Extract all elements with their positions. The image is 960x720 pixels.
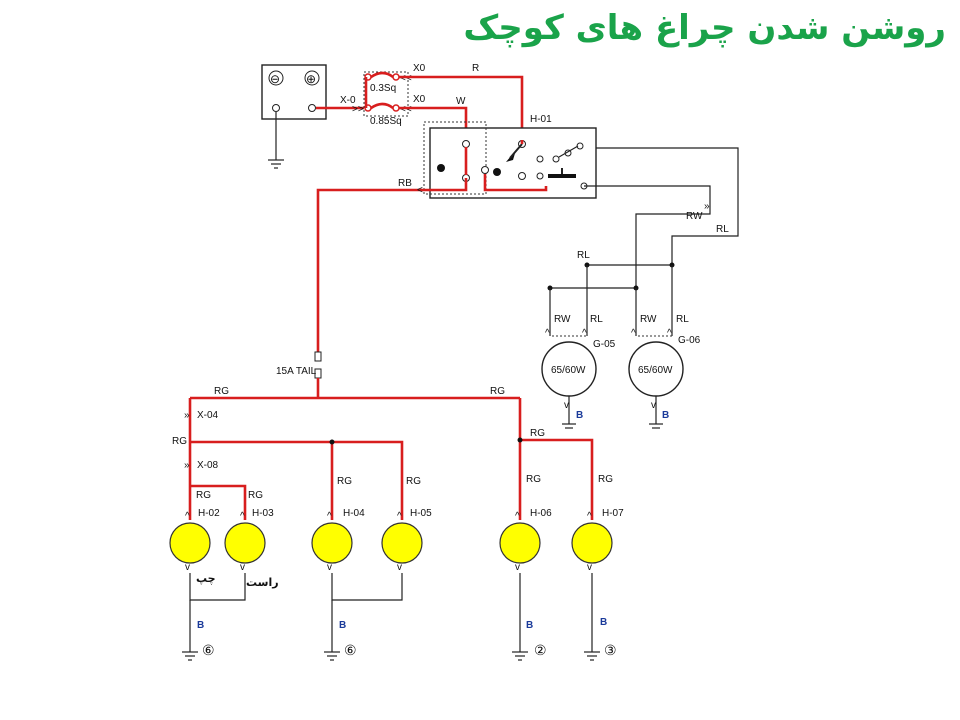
- wire-label-x0: X0: [413, 94, 426, 105]
- connector-icon: v: [185, 562, 190, 573]
- connector-icon: »: [704, 201, 710, 212]
- wire-label-rg: RG: [530, 428, 545, 439]
- connector-icon: <<: [400, 73, 412, 84]
- ground-label: B: [600, 617, 607, 628]
- fuse-rating-label: 0.85Sq: [370, 116, 402, 127]
- ground-number: ⑥: [344, 642, 357, 658]
- ground-label: B: [662, 410, 669, 421]
- ground-label: B: [526, 620, 533, 631]
- connector-icon: <: [417, 185, 423, 196]
- ground-icon: [512, 651, 528, 661]
- connector-icon: v: [240, 562, 245, 573]
- ground-label: B: [339, 620, 346, 631]
- connector-label-h06: H-06: [530, 508, 552, 519]
- light-switch: [423, 121, 597, 199]
- connector-icon: ^: [327, 511, 332, 522]
- connector-label-h05: H-05: [410, 508, 432, 519]
- connector-icon: v: [564, 400, 569, 411]
- connector-icon: ^: [587, 511, 592, 522]
- headlamp-rating: 65/60W: [551, 365, 586, 376]
- ground-label: B: [576, 410, 583, 421]
- wire-label-rg: RG: [490, 386, 505, 397]
- connector-label-h02: H-02: [198, 508, 220, 519]
- ground-label: B: [197, 620, 204, 631]
- wire-label-rg: RG: [248, 490, 263, 501]
- connector-icon: v: [651, 400, 656, 411]
- wire-label-rl: RL: [577, 250, 590, 261]
- battery-positive-icon: ⊕: [306, 72, 316, 86]
- connector-icon: >>: [352, 104, 364, 115]
- wire-label-x0: X0: [413, 63, 426, 74]
- wire-label-rl: RL: [676, 314, 689, 325]
- ground-icon: [182, 651, 198, 661]
- ground-icon: [268, 159, 284, 169]
- tail-lamp-h06: [499, 522, 541, 564]
- ground-icon: [584, 651, 600, 661]
- ground-number: ②: [534, 642, 547, 658]
- battery-negative-icon: ⊖: [270, 72, 280, 86]
- connector-icon: ^: [397, 511, 402, 522]
- connector-icon: ^: [667, 328, 672, 339]
- connector-icon: ^: [631, 328, 636, 339]
- wire-label-rl: RL: [590, 314, 603, 325]
- connector-icon: v: [587, 562, 592, 573]
- wire-label-rw: RW: [554, 314, 571, 325]
- wire-label-rg: RG: [172, 436, 187, 447]
- wire-label-rg: RG: [598, 474, 613, 485]
- wire-label-rg: RG: [406, 476, 421, 487]
- tail-lamp-h03: [224, 522, 266, 564]
- wire-label-rg: RG: [337, 476, 352, 487]
- connector-icon: ^: [515, 511, 520, 522]
- tail-lamp-h07: [571, 522, 613, 564]
- connector-label-h07: H-07: [602, 508, 624, 519]
- fuse-tail-label: 15A TAIL: [276, 366, 317, 377]
- battery: ⊖ ⊕: [261, 64, 327, 169]
- connector-icon: »: [184, 460, 190, 471]
- connector-icon: ^: [545, 328, 550, 339]
- wire-label-rg: RG: [196, 490, 211, 501]
- wire-label-rg: RG: [526, 474, 541, 485]
- connector-icon: ^: [185, 511, 190, 522]
- wire-label-rl: RL: [716, 224, 729, 235]
- ground-icon: [562, 423, 576, 429]
- connector-icon: ^: [240, 511, 245, 522]
- tail-lamp-h04: [311, 522, 353, 564]
- wire-label-rw: RW: [686, 211, 703, 222]
- connector-icon: »: [184, 410, 190, 421]
- connector-icon: v: [327, 562, 332, 573]
- connector-label-h04: H-04: [343, 508, 365, 519]
- wire-label-w: W: [456, 96, 466, 107]
- connector-icon: ^: [582, 328, 587, 339]
- connector-label-g05: G-05: [593, 339, 616, 350]
- fuse-rating-label: 0.3Sq: [370, 83, 396, 94]
- connector-icon: <<: [400, 104, 412, 115]
- connector-label-x08: X-08: [197, 460, 219, 471]
- connector-label-h03: H-03: [252, 508, 274, 519]
- ground-icon: [649, 423, 663, 429]
- page-title: روشن شدن چراغ های کوچک: [463, 8, 946, 48]
- tail-lamp-h05: [381, 522, 423, 564]
- headlamp-rating: 65/60W: [638, 365, 673, 376]
- wire-label-rw: RW: [640, 314, 657, 325]
- wire-label-rb: RB: [398, 178, 412, 189]
- ground-number: ⑥: [202, 642, 215, 658]
- side-label-right: راست: [246, 576, 279, 589]
- connector-label-g06: G-06: [678, 335, 701, 346]
- connector-icon: v: [397, 562, 402, 573]
- connector-icon: v: [515, 562, 520, 573]
- wire-label-x0: X-0: [340, 95, 356, 106]
- tail-lamp-h02: [169, 522, 211, 564]
- wire-label-r: R: [472, 63, 479, 74]
- side-label-left: چپ: [196, 572, 216, 585]
- connector-label-h01: H-01: [530, 114, 552, 125]
- ground-icon: [324, 651, 340, 661]
- connector-label-x04: X-04: [197, 410, 219, 421]
- wire-label-rg: RG: [214, 386, 229, 397]
- ground-number: ③: [604, 642, 617, 658]
